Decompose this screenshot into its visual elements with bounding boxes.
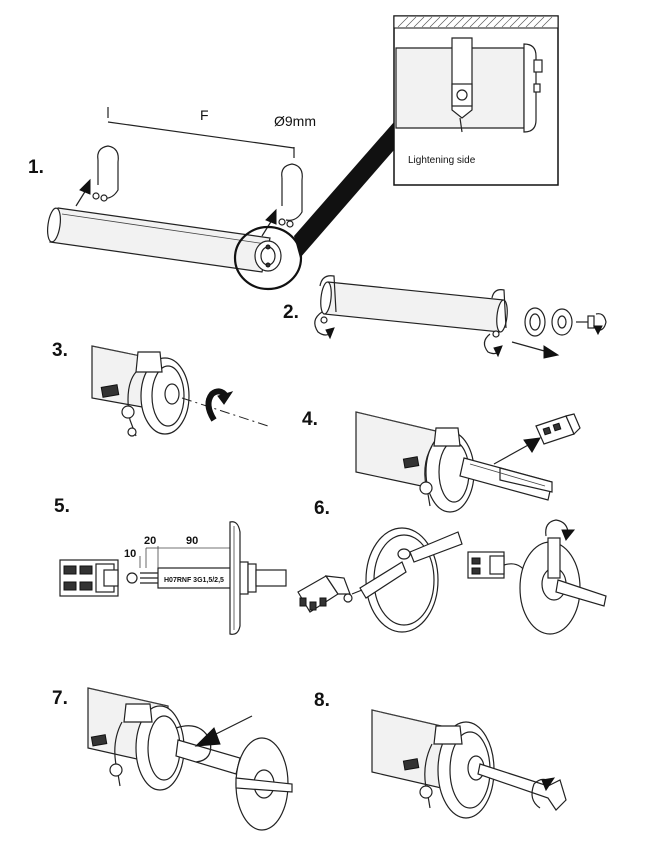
step-3: 3. bbox=[52, 340, 269, 437]
inset-detail: Lightening side bbox=[393, 15, 559, 186]
dim-20: 20 bbox=[144, 535, 156, 547]
cable-marking: H07RNF 3G1,5/2,5 bbox=[164, 577, 224, 584]
rotate-arrow-icon bbox=[483, 333, 503, 358]
step-2: 2. bbox=[283, 275, 607, 359]
zoom-circle bbox=[233, 225, 303, 291]
dimension-f-label: F bbox=[200, 107, 209, 123]
arrow-up-right-icon bbox=[261, 208, 277, 237]
pull-arrow-icon bbox=[493, 437, 541, 465]
rotate-arrow-icon bbox=[205, 388, 234, 422]
connector-plug bbox=[297, 575, 351, 613]
step-5: 5. H07RNF 3G1,5/2,5 10 20 bbox=[54, 496, 287, 635]
step-number-3: 3. bbox=[52, 340, 68, 361]
step-8: 8. bbox=[314, 690, 567, 819]
step-number-8: 8. bbox=[314, 690, 330, 711]
step-6: 6. bbox=[297, 498, 607, 635]
callout-wedge bbox=[294, 122, 394, 258]
lamp-tube bbox=[47, 207, 271, 273]
step-4: 4. bbox=[302, 409, 581, 513]
insert-arrow-icon bbox=[194, 715, 253, 747]
dim-10: 10 bbox=[124, 548, 136, 560]
arrow-up-left-icon bbox=[75, 178, 91, 207]
dim-90: 90 bbox=[186, 535, 198, 547]
step-number-4: 4. bbox=[302, 409, 318, 430]
inset-caption: Lightening side bbox=[408, 155, 476, 166]
rotate-arrow-icon bbox=[531, 777, 556, 809]
step-number-5: 5. bbox=[54, 496, 70, 517]
step-number-1: 1. bbox=[28, 157, 44, 178]
step-number-2: 2. bbox=[283, 302, 299, 323]
diameter-label: Ø9mm bbox=[274, 113, 316, 129]
clamp-left bbox=[92, 145, 119, 202]
connector-plug bbox=[59, 559, 119, 597]
dimension-f: F Ø9mm bbox=[107, 107, 316, 158]
connector-plug bbox=[467, 551, 505, 579]
step-number-7: 7. bbox=[52, 688, 68, 709]
step-number-6: 6. bbox=[314, 498, 330, 519]
pull-arrow-icon bbox=[511, 341, 560, 359]
clamp-right bbox=[278, 163, 303, 228]
step-1: 1. F Ø9mm bbox=[28, 15, 559, 291]
step-7: 7. bbox=[52, 687, 293, 831]
cable-dimensions: 10 20 90 bbox=[124, 535, 237, 568]
rotate-arrow-icon bbox=[545, 519, 576, 541]
rotate-arrow-icon bbox=[314, 311, 335, 340]
connector-plug bbox=[535, 413, 581, 445]
